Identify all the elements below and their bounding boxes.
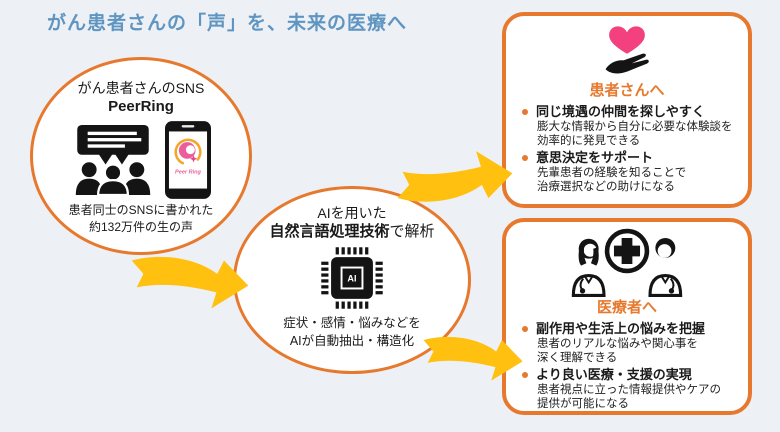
providers-heading: 医療者へ (596, 299, 657, 316)
bullet-icon (522, 155, 528, 161)
item-title: より良い医療・支援の実現 (536, 367, 692, 382)
list-item: 副作用や生活上の悩みを把握 患者のリアルな悩みや関心事を 深く理解できる (520, 321, 738, 365)
bullet-icon (522, 372, 528, 378)
ai-chip-label: AI (347, 274, 356, 284)
providers-box: 医療者へ 副作用や生活上の悩みを把握 患者のリアルな悩みや関心事を 深く理解でき… (502, 218, 752, 415)
patients-heading: 患者さんへ (589, 82, 665, 99)
item-desc: 先輩患者の経験を知ることで (537, 167, 687, 179)
curved-arrow-icon (397, 151, 513, 202)
process-line2-rest: で解析 (389, 223, 435, 240)
heart-hand-icon (605, 26, 649, 74)
source-title: PeerRing (108, 98, 174, 115)
patients-items: 同じ境遇の仲間を探しやすく 膨大な情報から自分に必要な体験談を 効率的に発見でき… (506, 100, 748, 194)
item-desc: 効率的に発見できる (537, 135, 641, 147)
curved-arrow-icon (131, 256, 249, 309)
page-title: がん患者さんの「声」を、未来の医療へ (47, 13, 408, 34)
item-title: 副作用や生活上の悩みを把握 (536, 321, 706, 336)
list-item: 同じ境遇の仲間を探しやすく 膨大な情報から自分に必要な体験談を 効率的に発見でき… (520, 104, 738, 148)
community-chat-icon (75, 125, 151, 195)
ai-chip-icon: AI (321, 247, 383, 309)
item-desc: 治療選択などの助けになる (537, 181, 675, 193)
source-caption-line1: 患者同士のSNSに書かれた (68, 203, 214, 217)
list-item: より良い医療・支援の実現 患者視点に立った情報提供やケアの 提供が可能になる (520, 367, 738, 411)
peerring-logo-text: Peer Ring (175, 169, 202, 175)
peerring-app-icon: Peer Ring (165, 121, 211, 199)
process-line2: 自然言語処理技術で解析 (269, 222, 434, 241)
item-title: 意思決定をサポート (536, 150, 654, 165)
source-caption-line2: 約132万件の生の声 (88, 220, 194, 234)
providers-items: 副作用や生活上の悩みを把握 患者のリアルな悩みや関心事を 深く理解できる より良… (506, 317, 748, 411)
source-subtitle: がん患者さんのSNS (77, 80, 205, 96)
patients-box: 患者さんへ 同じ境遇の仲間を探しやすく 膨大な情報から自分に必要な体験談を 効率… (502, 12, 752, 208)
bullet-icon (522, 109, 528, 115)
item-title: 同じ境遇の仲間を探しやすく (536, 104, 705, 119)
process-caption-line2: AIが自動抽出・構造化 (289, 334, 415, 348)
process-line2-bold: 自然言語処理技術 (269, 223, 390, 240)
item-desc: 患者視点に立った情報提供やケアの (537, 384, 721, 396)
medical-team-icon (571, 228, 683, 297)
list-item: 意思決定をサポート 先輩患者の経験を知ることで 治療選択などの助けになる (520, 150, 738, 194)
item-desc: 患者のリアルな悩みや関心事を (537, 338, 698, 350)
item-desc: 膨大な情報から自分に必要な体験談を (537, 121, 733, 133)
curved-arrow-icon (423, 336, 523, 381)
source-node: がん患者さんのSNS PeerRing (30, 57, 252, 255)
process-caption-line1: 症状・感情・悩みなどを (283, 316, 421, 330)
item-desc: 深く理解できる (537, 352, 618, 364)
bullet-icon (522, 326, 528, 332)
process-line1: AIを用いた (317, 205, 387, 221)
source-icon-row: Peer Ring (71, 121, 211, 199)
item-desc: 提供が可能になる (537, 398, 629, 410)
